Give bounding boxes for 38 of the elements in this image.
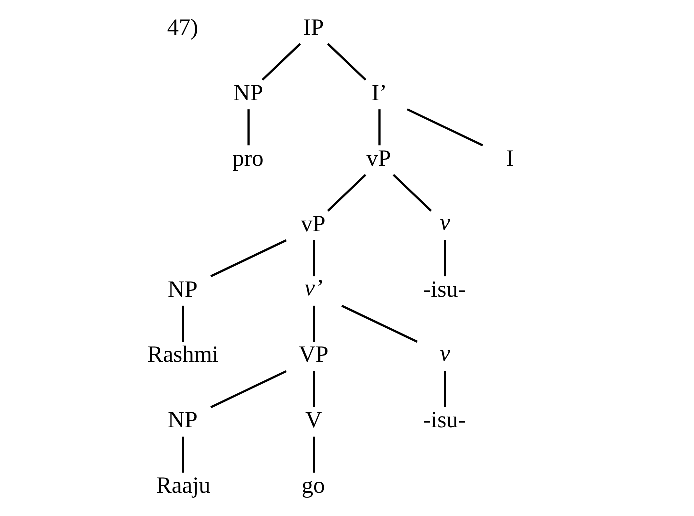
connector [327, 174, 367, 212]
connector [378, 109, 381, 146]
node-text: v [440, 340, 450, 366]
label: 47) [167, 14, 198, 40]
node-text: -isu- [423, 407, 466, 434]
connector [313, 240, 316, 276]
node-text: IP [303, 14, 324, 40]
node-text: Rashmi [148, 342, 219, 368]
connector [313, 436, 316, 472]
connector [327, 42, 367, 80]
node-text: V [306, 407, 322, 434]
connector [342, 304, 418, 342]
node-text: I [506, 145, 514, 172]
node-text: v’ [304, 274, 323, 301]
node-text: Raaju [156, 472, 211, 499]
node-text: pro [232, 145, 264, 172]
node-text: -isu- [423, 276, 466, 302]
node-text: NP [168, 276, 198, 302]
connector [444, 370, 446, 407]
connector [210, 370, 287, 408]
node-text: NP [168, 407, 198, 434]
node-text: go [302, 472, 326, 499]
node-text: I’ [372, 80, 388, 106]
connector [262, 42, 302, 80]
connector [313, 370, 316, 407]
connector [313, 305, 316, 342]
node-text: vP [366, 145, 392, 172]
node-text: VP [298, 342, 329, 368]
connector [182, 436, 184, 472]
node-text: v [440, 209, 450, 236]
node-text: NP [234, 80, 264, 106]
connector [444, 240, 446, 276]
connector [392, 174, 432, 212]
node-text: vP [301, 210, 326, 237]
connector [182, 305, 184, 342]
connector [248, 109, 250, 146]
connector [210, 239, 287, 277]
connector [407, 108, 484, 146]
